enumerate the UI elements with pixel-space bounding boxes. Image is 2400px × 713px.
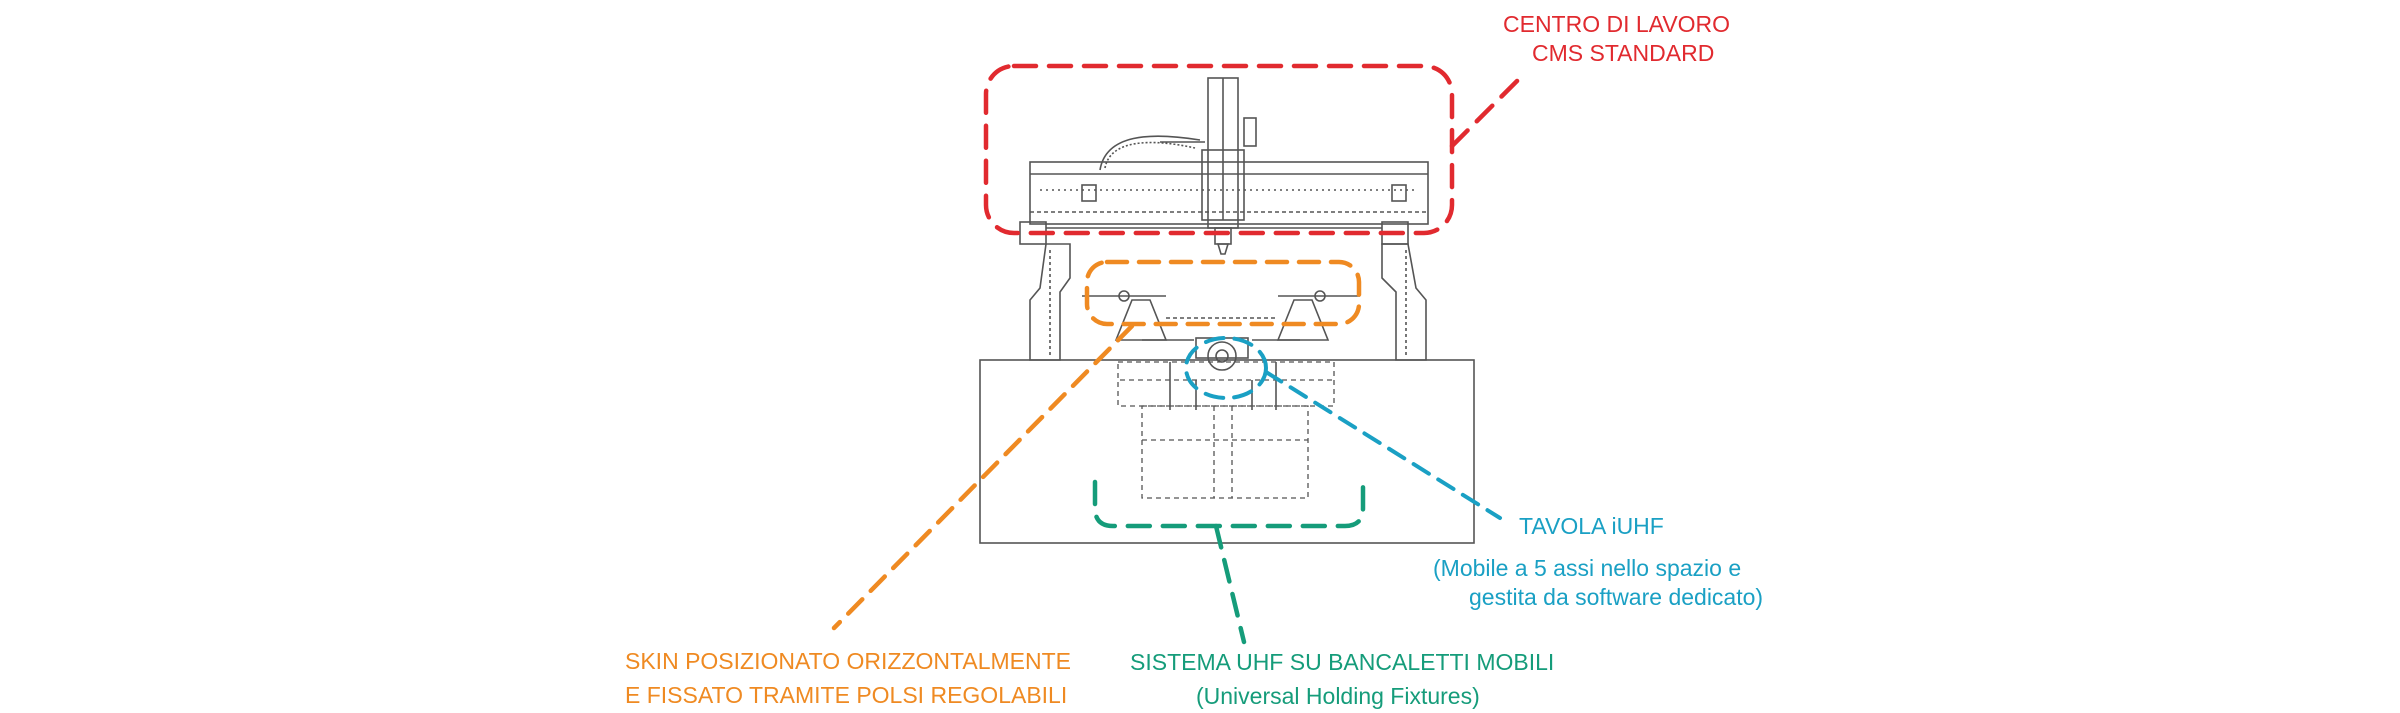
machine-base [979, 359, 1475, 544]
skin-leader-line [831, 323, 1135, 631]
iuhf-desc-line1: (Mobile a 5 assi nello spazio e [1433, 555, 1742, 581]
cms-label-line2: CMS STANDARD [1532, 40, 1715, 66]
iuhf-leader-line [1264, 370, 1502, 520]
uhf-label-line2: (Universal Holding Fixtures) [1196, 683, 1480, 709]
cms-highlight-box [983, 63, 1455, 236]
cable-chain [1104, 141, 1196, 169]
rotary-head [1207, 341, 1237, 371]
left-leg [1029, 243, 1071, 361]
uhf-label-line1: SISTEMA UHF SU BANCALETTI MOBILI [1130, 649, 1555, 675]
skin-highlight-box [1084, 259, 1362, 327]
uhf-callout [1092, 479, 1366, 645]
iuhf-desc-line2: gestita da software dedicato) [1469, 584, 1764, 610]
uhf-highlight-box [1092, 479, 1366, 529]
gantry-beam [1029, 161, 1429, 225]
machine-drawing [979, 77, 1475, 544]
iuhf-callout [1184, 336, 1502, 520]
spindle [1214, 227, 1232, 245]
skin-label-line1: SKIN POSIZIONATO ORIZZONTALMENTE [625, 648, 1071, 674]
uhf-leader-line [1213, 523, 1247, 645]
right-leg [1381, 243, 1427, 361]
iuhf-highlight-ellipse [1184, 336, 1268, 400]
iuhf-title: TAVOLA iUHF [1519, 513, 1664, 539]
skin-label-line2: E FISSATO TRAMITE POLSI REGOLABILI [625, 682, 1068, 708]
cms-label-line1: CENTRO DI LAVORO [1503, 11, 1731, 37]
cms-callout [983, 63, 1525, 236]
right-fixture [1276, 299, 1330, 341]
cms-leader-line [1449, 73, 1525, 149]
skin-callout [831, 259, 1362, 631]
